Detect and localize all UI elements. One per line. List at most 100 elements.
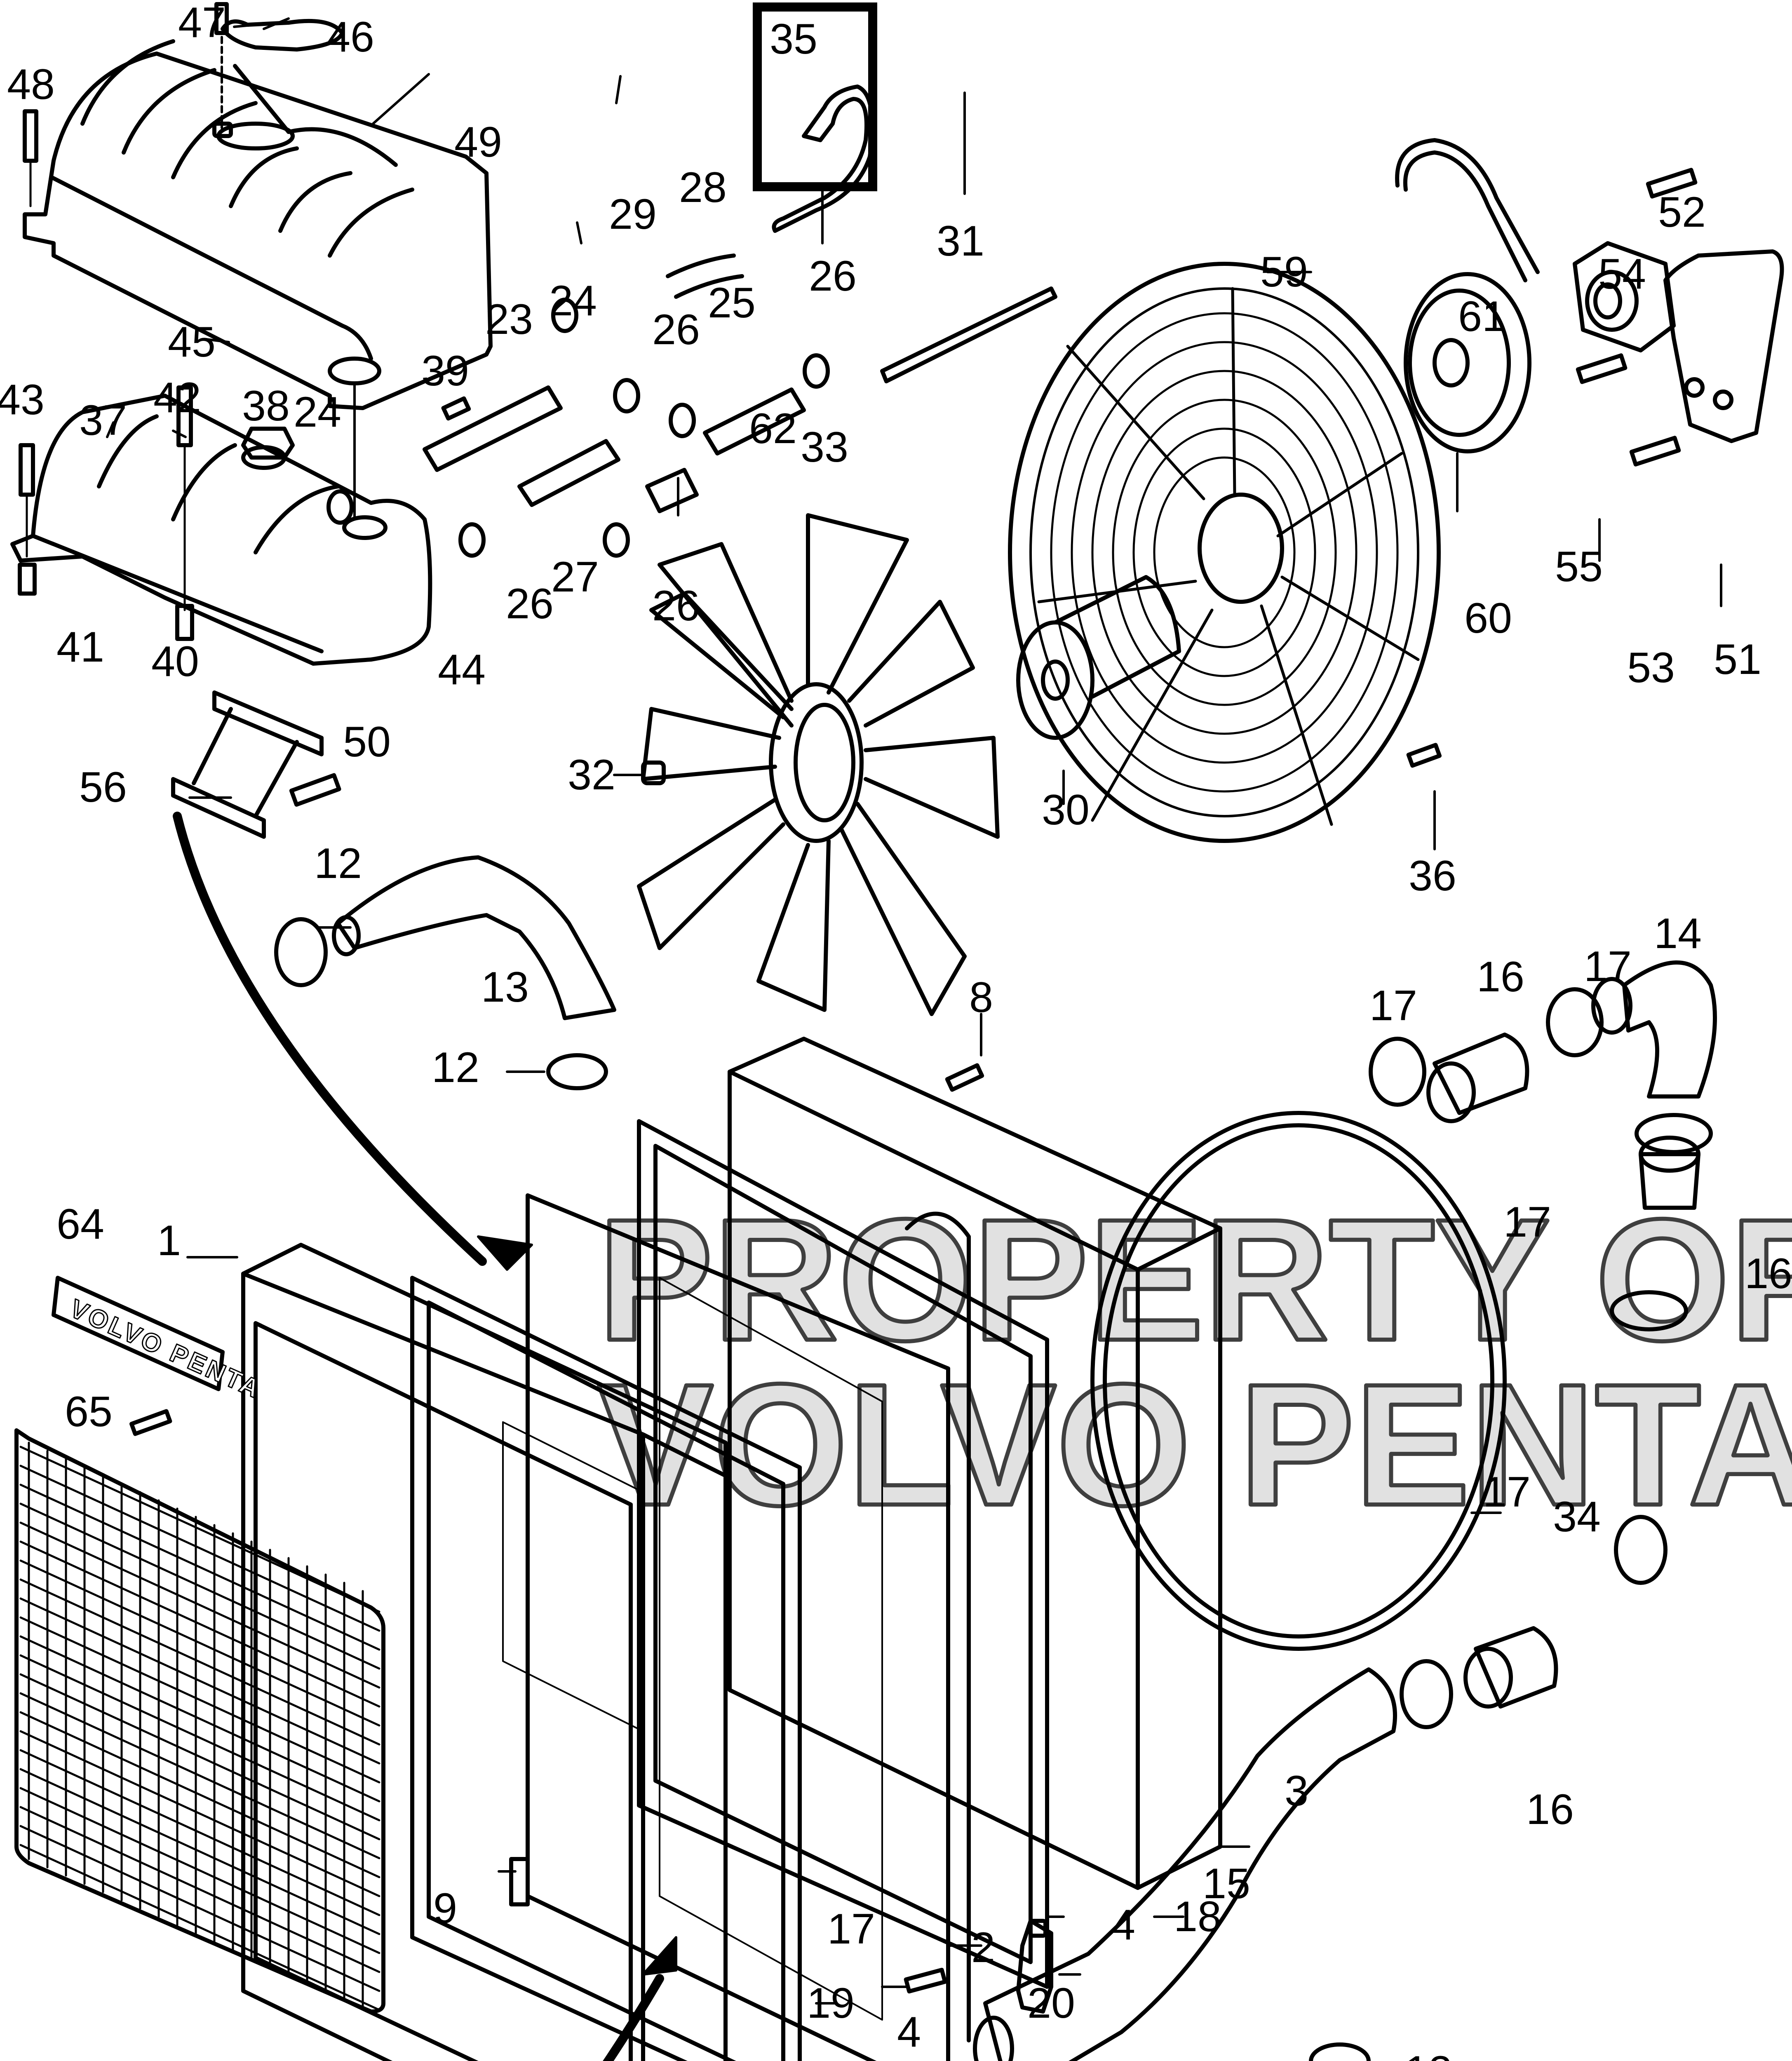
grille-bar-horizontal [19,1540,380,1708]
callout-13: 13 [481,963,529,1011]
grille-bar-horizontal [19,1559,380,1727]
callout-35: 35 [770,15,817,63]
fan-33 [637,513,1000,1016]
nut-45 [212,122,233,138]
grille-bar-horizontal [19,1787,380,1954]
callout-47: 47 [178,0,226,47]
lower-hose-15 [973,1667,1397,2061]
callout-16: 16 [1477,953,1524,1001]
callout-64: 64 [56,1200,104,1248]
inset-box-cable-tie [753,2,877,191]
bent-hose-14 [1591,960,1717,1099]
callout-49: 49 [454,118,502,166]
callout-4: 4 [897,2008,921,2056]
spacer-41 [18,563,37,596]
screw-42 [176,385,193,611]
callout-48: 48 [7,61,55,108]
tank-bracket-56 [171,690,324,839]
hose-clamp-17a [1369,1037,1426,1107]
grille-bar-horizontal [19,1597,380,1765]
screw-48 [23,109,38,207]
drive-belt-61 [1395,138,1540,282]
hose-27 [517,439,620,507]
hose-clamp-17c [1635,1113,1713,1154]
hose-clamp-17e [1400,1659,1453,1729]
expansion-tank-37 [10,394,432,666]
callout-33: 33 [801,423,848,471]
screw-43 [19,443,35,558]
callout-62: 62 [749,405,797,453]
callout-16: 16 [1745,1250,1792,1298]
hose-connector-16a [1426,1033,1529,1123]
grille-bar-horizontal [19,1711,380,1878]
callout-8: 8 [969,974,993,1021]
callout-59: 59 [1260,248,1308,296]
callout-12: 12 [314,840,362,887]
upper-hose-13 [332,855,616,1020]
callout-26: 26 [652,306,700,354]
grille-bar-horizontal [19,1844,380,2011]
watermark: PROPERTY OF VOLVO PENTA [596,1181,1792,1544]
screw-50 [289,773,341,807]
nut-32 [641,761,666,785]
callout-24: 24 [549,277,597,325]
grille-bar-horizontal [19,1692,380,1859]
grille-bar-horizontal [19,1768,380,1935]
callout-16: 16 [1526,1786,1574,1833]
callout-19: 19 [807,1979,855,2027]
fan-hub-30 [1016,575,1181,740]
hose-clamp-12b [546,1053,608,1090]
grille-bar-horizontal [19,1484,380,1651]
callout-17: 17 [827,1905,875,1953]
callout-24: 24 [294,388,341,436]
hose-connector-16b [1639,1136,1700,1210]
radiator-core-2 [526,1193,971,2061]
callout-55: 55 [1555,543,1603,591]
fan-ring-34 [1090,1111,1507,1651]
screw-53 [1629,436,1681,467]
callout-45: 45 [168,318,216,366]
callout-15: 15 [1202,1860,1250,1908]
screw-36 [1406,743,1442,768]
callout-18: 18 [1174,1893,1221,1941]
callout-20: 20 [1027,1979,1075,2027]
leader-lines [106,17,1722,2005]
grille-bar-horizontal [19,1446,380,1613]
callout-12: 12 [1404,2050,1452,2061]
callout-37: 37 [79,397,127,444]
hose-clamp-12c [1309,2042,1371,2061]
callout-34: 34 [1553,1493,1601,1541]
callout-39: 39 [421,347,469,395]
callout-12: 12 [432,1044,479,1092]
watermark-line-2: VOLVO PENTA [598,1348,1792,1542]
callout-54: 54 [1598,250,1646,298]
callout-30: 30 [1042,786,1090,834]
grille-bar-horizontal [19,1654,380,1822]
tank-cover-49 [23,39,493,410]
hose-clamps-small [326,298,830,558]
filler-cap-38 [241,427,295,460]
callout-2: 2 [971,1924,995,1972]
callout-17: 17 [1483,1468,1531,1516]
bracket-plate-51 [1663,249,1784,443]
grille-bar-horizontal [19,1521,380,1689]
callout-3: 3 [1285,1767,1308,1815]
callout-40: 40 [151,638,199,685]
callout-41: 41 [56,623,104,671]
callout-60: 60 [1464,594,1512,642]
grille-bar-horizontal [19,1502,380,1670]
fan-guard-59 [1008,262,1441,843]
hose-clamp-17b [1546,987,1604,1057]
callout-43: 43 [0,376,45,424]
callout-46: 46 [326,13,374,61]
screw-52 [1646,168,1698,199]
screw-44 [441,396,471,421]
callout-65: 65 [65,1388,113,1436]
hose-clamp-17f [1614,1515,1668,1585]
callout-4: 4 [1111,1901,1135,1949]
callout-53: 53 [1627,644,1675,692]
grille-bar-horizontal [19,1825,380,1992]
hose-clamp-17d [1610,1290,1688,1331]
